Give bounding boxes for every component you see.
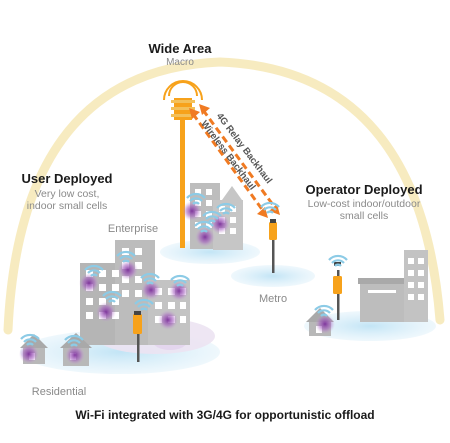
diagram-caption: Wi-Fi integrated with 3G/4G for opportun… [75, 408, 375, 422]
macro-antenna-icon [163, 80, 203, 248]
operator-deployed-sub-line-1: Low-cost indoor/outdoor [307, 198, 421, 210]
coverage-arc [3, 57, 445, 335]
enterprise-small-cell-pole-icon [133, 311, 142, 362]
user-deployed-title: User Deployed [21, 171, 113, 186]
operator-small-cell-pole-icon [333, 262, 342, 320]
wide-area-subtitle: Macro [166, 57, 194, 68]
enterprise-label: Enterprise [107, 223, 159, 235]
operator-deployed-title: Operator Deployed [305, 182, 423, 197]
user-deployed-sub-line-1: Very low cost, [34, 188, 100, 200]
metro-ground [231, 265, 315, 287]
operator-deployed-sub-line-2: small cells [339, 210, 389, 222]
metro-label: Metro [258, 293, 288, 305]
user-deployed-sub-line-2: indoor small cells [26, 200, 108, 212]
residential-label: Residential [31, 386, 87, 398]
metro-small-cell-pole-icon [269, 219, 277, 273]
wide-area-title: Wide Area [148, 41, 212, 56]
